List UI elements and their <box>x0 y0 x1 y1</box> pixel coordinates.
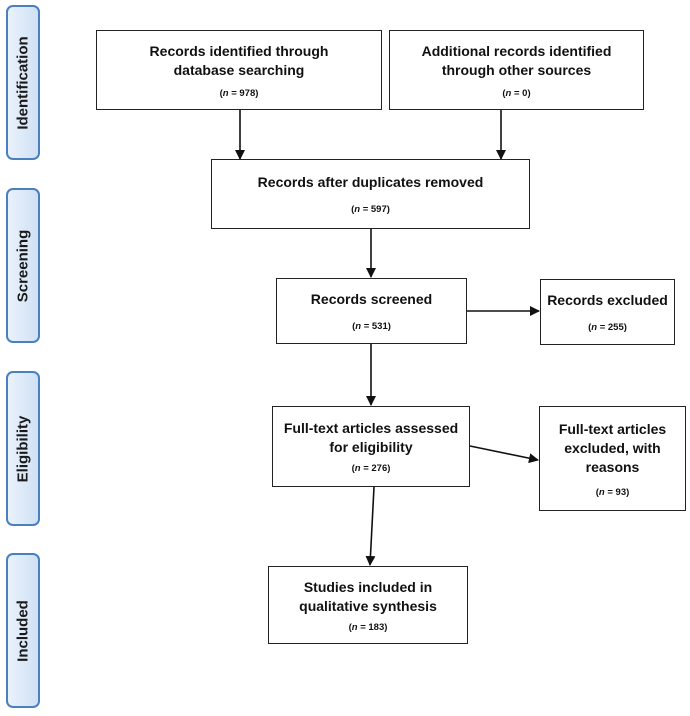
box-fulltext-assessed-count: (n = 276) <box>351 463 391 474</box>
box-other-records: Additional records identified through ot… <box>389 30 644 110</box>
box-screened-title: Records screened <box>310 291 433 307</box>
box-database-records-title: Records identified through database sear… <box>149 42 329 78</box>
box-after-duplicates-count: (n = 597) <box>351 204 390 215</box>
box-other-records-title: Additional records identified through ot… <box>421 42 612 78</box>
stage-included: Included <box>6 553 40 708</box>
box-excluded-title: Records excluded <box>547 292 668 308</box>
stage-identification: Identification <box>6 5 40 160</box>
box-fulltext-assessed-title: Full-text articles assessed for eligibil… <box>283 420 459 455</box>
box-fulltext-excluded-title: Full-text articles excluded, with reason… <box>558 420 667 475</box>
box-database-records: Records identified through database sear… <box>96 30 382 110</box>
stage-screening: Screening <box>6 188 40 343</box>
box-database-records-count: (n = 978) <box>219 87 259 99</box>
arrow-fulltext-to-included <box>365 486 376 566</box>
box-included-studies-title: Studies included in qualitative synthesi… <box>299 578 437 614</box>
box-after-duplicates-title: Records after duplicates removed <box>257 174 484 190</box>
arrow-fulltext-to-excluded <box>469 445 539 464</box>
box-other-records-count: (n = 0) <box>502 87 531 99</box>
box-included-studies: Studies included in qualitative synthesi… <box>268 566 468 644</box>
box-screened: Records screened (n = 531) <box>276 278 467 344</box>
box-excluded: Records excluded (n = 255) <box>540 279 675 345</box>
box-excluded-count: (n = 255) <box>588 322 627 333</box>
box-included-studies-count: (n = 183) <box>348 621 388 633</box>
box-fulltext-assessed: Full-text articles assessed for eligibil… <box>272 406 470 487</box>
stage-eligibility: Eligibility <box>6 371 40 526</box>
box-screened-count: (n = 531) <box>352 321 391 332</box>
box-fulltext-excluded: Full-text articles excluded, with reason… <box>539 406 686 511</box>
box-after-duplicates: Records after duplicates removed (n = 59… <box>211 159 530 229</box>
box-fulltext-excluded-count: (n = 93) <box>595 486 630 498</box>
